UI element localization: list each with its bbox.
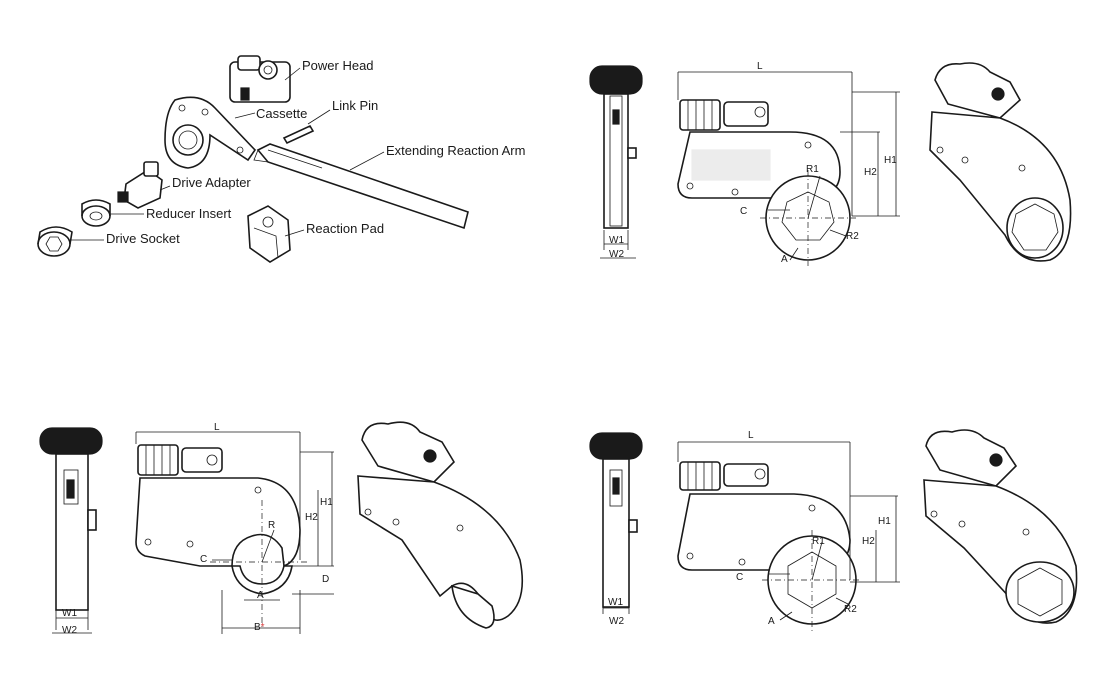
- hex-model-view: W1 W2: [589, 61, 1072, 266]
- cassette-part: [164, 96, 257, 169]
- exploded-view: Power Head Cassette Link Pin Extending R…: [37, 55, 525, 263]
- dim-l: L: [214, 422, 220, 433]
- low-model-view: W1 W2: [589, 429, 1078, 632]
- dim-w1: W1: [608, 597, 623, 608]
- dim-h2: H2: [864, 167, 877, 178]
- open-side-view: [39, 427, 103, 634]
- label-reaction-pad: Reaction Pad: [306, 221, 384, 236]
- open-front-view: [135, 431, 334, 634]
- hex-front-view: [677, 71, 900, 266]
- power-head-part: [229, 55, 301, 103]
- dim-h2: H2: [305, 512, 318, 523]
- dim-b-letter: B: [254, 622, 261, 633]
- drive-socket-part: [37, 226, 104, 257]
- low-iso-view: [923, 429, 1078, 624]
- label-power-head: Power Head: [302, 58, 374, 73]
- dim-c: C: [736, 572, 743, 583]
- dim-w1: W1: [62, 608, 77, 619]
- dim-c: C: [740, 206, 747, 217]
- dim-r1: R1: [812, 536, 825, 547]
- dim-r2: R2: [844, 604, 857, 615]
- dim-c: C: [200, 554, 207, 565]
- dim-w2: W2: [609, 616, 624, 627]
- dim-l: L: [757, 61, 763, 72]
- reaction-pad-part: [247, 205, 305, 263]
- extending-reaction-arm-part: [253, 143, 469, 230]
- dim-a: A: [781, 254, 788, 265]
- dim-r: R: [268, 520, 275, 531]
- link-pin-part: [282, 109, 331, 145]
- dim-b: B*: [254, 622, 265, 633]
- dim-h1: H1: [884, 155, 897, 166]
- label-reducer-insert: Reducer Insert: [146, 206, 232, 221]
- label-extending-reaction-arm: Extending Reaction Arm: [386, 143, 525, 158]
- open-model-view: W1 W2: [39, 421, 524, 636]
- dim-a: A: [768, 616, 775, 627]
- dim-w1: W1: [609, 235, 624, 246]
- dim-w2: W2: [609, 249, 624, 260]
- dim-h1: H1: [320, 497, 333, 508]
- reducer-insert-part: [81, 199, 144, 227]
- dim-h2: H2: [862, 536, 875, 547]
- hex-side-view: [589, 65, 643, 259]
- label-drive-adapter: Drive Adapter: [172, 175, 251, 190]
- dim-w2: W2: [62, 625, 77, 636]
- dim-a: A: [257, 590, 264, 601]
- dim-r1: R1: [806, 164, 819, 175]
- dim-h1: H1: [878, 516, 891, 527]
- drive-adapter-part: [117, 161, 171, 209]
- low-front-view: [677, 441, 900, 632]
- hex-iso-view: [929, 62, 1072, 262]
- label-cassette: Cassette: [256, 106, 307, 121]
- dim-l: L: [748, 430, 754, 441]
- label-link-pin: Link Pin: [332, 98, 378, 113]
- dim-r2: R2: [846, 231, 859, 242]
- open-iso-view: [357, 421, 524, 629]
- low-side-view: [589, 432, 643, 614]
- dim-d: D: [322, 574, 329, 585]
- dim-b-asterisk: *: [261, 622, 265, 633]
- label-drive-socket: Drive Socket: [106, 231, 180, 246]
